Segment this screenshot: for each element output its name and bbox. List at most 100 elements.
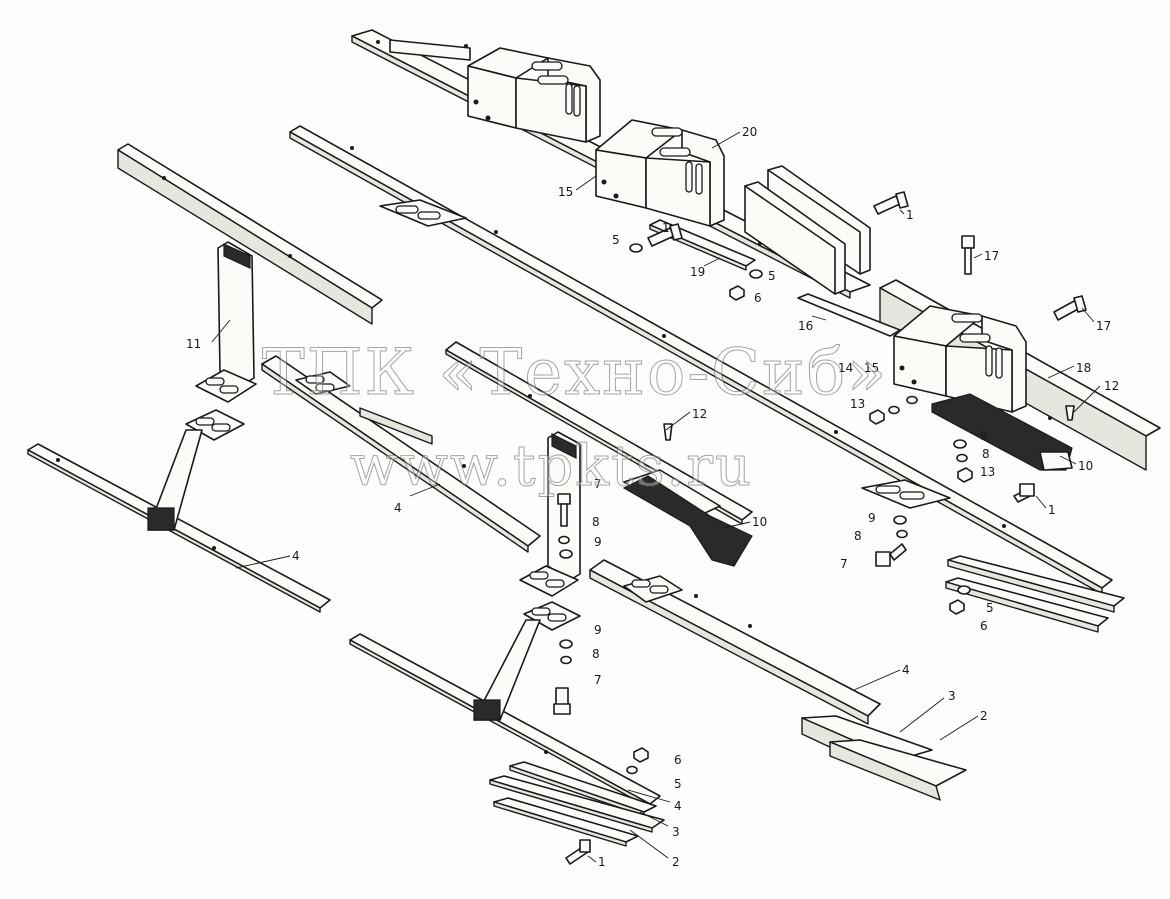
- callout-12: 12: [692, 407, 707, 421]
- callout-1: 1: [662, 221, 670, 235]
- brush-10-right: [931, 393, 1073, 471]
- washer-8d: [560, 655, 572, 665]
- callout-6: 6: [754, 291, 762, 305]
- watermark-url: www.tpkts.ru: [349, 434, 754, 500]
- washer-5d: [626, 765, 638, 775]
- callout-9: 9: [594, 623, 602, 637]
- callout-8: 8: [854, 529, 862, 543]
- bolt-1d: [565, 839, 591, 865]
- washer-9b: [893, 515, 907, 525]
- callout-11: 11: [186, 337, 201, 351]
- callout-7: 7: [594, 477, 602, 491]
- bolt-12a: [663, 423, 673, 441]
- lower-center-rail: [589, 559, 881, 725]
- plate-16: [797, 293, 901, 337]
- knife-stack-center: [801, 715, 967, 801]
- callout-16: 16: [798, 319, 813, 333]
- nut-6b: [949, 599, 965, 615]
- brush-10-center: [622, 469, 753, 567]
- left-lower-bracket: [147, 409, 245, 531]
- callout-14: 14: [838, 361, 853, 375]
- bottom-bracket: [473, 601, 581, 721]
- washer-5b: [749, 269, 763, 279]
- bolt-17a: [961, 235, 975, 275]
- callout-9: 9: [594, 535, 602, 549]
- nut-13b: [869, 409, 885, 425]
- callout-5: 5: [986, 601, 994, 615]
- bracket-right: [893, 305, 1027, 413]
- bolt-17b: [1053, 295, 1087, 321]
- washer-5a: [629, 243, 643, 253]
- nut-6a: [729, 285, 745, 301]
- callout-1: 1: [906, 208, 914, 222]
- callout-13: 13: [850, 397, 865, 411]
- washer-8c: [558, 535, 570, 545]
- left-upper-rail: [117, 143, 383, 325]
- callout-8: 8: [592, 647, 600, 661]
- callout-6: 6: [980, 619, 988, 633]
- knife-stack-bottom: [489, 761, 665, 847]
- callout-4: 4: [902, 663, 910, 677]
- bolt-1c: [1013, 483, 1035, 503]
- washer-9d: [559, 639, 573, 649]
- callout-1: 1: [598, 855, 606, 869]
- callout-labels: 1 1 1 1 2 2 3 3 4 4 4 4 5 5 5 5 6 6 6 7 …: [186, 125, 1119, 869]
- leader-lines: [211, 131, 1101, 863]
- callout-9: 9: [980, 429, 988, 443]
- callout-1: 1: [1048, 503, 1056, 517]
- callout-18: 18: [1076, 361, 1091, 375]
- callout-12: 12: [1104, 379, 1119, 393]
- washer-9c: [559, 549, 573, 559]
- fasteners: [553, 191, 1087, 865]
- washer-8b: [896, 529, 908, 539]
- bolt-7b: [875, 543, 907, 567]
- slotted-plate-left: [379, 199, 467, 227]
- bracket-20-upper: [467, 47, 601, 143]
- slotted-plate-right: [861, 479, 951, 509]
- left-lower-rail: [27, 443, 331, 613]
- bolt-7c: [553, 687, 571, 715]
- bolt-1b: [647, 223, 683, 247]
- washer-14: [906, 395, 918, 405]
- callout-4: 4: [674, 799, 682, 813]
- callout-13: 13: [980, 465, 995, 479]
- callout-6: 6: [674, 753, 682, 767]
- callout-17: 17: [1096, 319, 1111, 333]
- callout-7: 7: [840, 557, 848, 571]
- nut-13a: [957, 467, 973, 483]
- callout-9: 9: [868, 511, 876, 525]
- callout-10: 10: [752, 515, 767, 529]
- nut-6c: [633, 747, 649, 763]
- callout-4: 4: [394, 501, 402, 515]
- knife-stack-right: [945, 555, 1125, 633]
- bolt-12b: [1065, 405, 1075, 421]
- watermark-company: ТПК «Техно-Сиб»: [261, 336, 889, 411]
- callout-19: 19: [690, 265, 705, 279]
- callout-3: 3: [948, 689, 956, 703]
- stand-11: [195, 241, 257, 403]
- bolt-7a: [557, 493, 571, 527]
- bolt-1a: [873, 191, 909, 215]
- plate-stack-top-right: [744, 165, 871, 295]
- callout-8: 8: [982, 447, 990, 461]
- callout-15: 15: [558, 185, 573, 199]
- callout-2: 2: [980, 709, 988, 723]
- callout-2: 2: [672, 855, 680, 869]
- bracket-20-lower: [595, 119, 725, 227]
- callout-10: 10: [1078, 459, 1093, 473]
- callout-7: 7: [594, 673, 602, 687]
- callout-15: 15: [864, 361, 879, 375]
- washer-13c: [888, 405, 900, 415]
- middle-left-rail: [261, 355, 541, 553]
- callout-5: 5: [768, 269, 776, 283]
- washer-5c: [957, 585, 971, 595]
- washer-8a: [956, 453, 968, 463]
- callout-20: 20: [742, 125, 757, 139]
- callout-5: 5: [674, 777, 682, 791]
- callout-8: 8: [592, 515, 600, 529]
- callout-5: 5: [612, 233, 620, 247]
- callout-17: 17: [984, 249, 999, 263]
- callout-3: 3: [672, 825, 680, 839]
